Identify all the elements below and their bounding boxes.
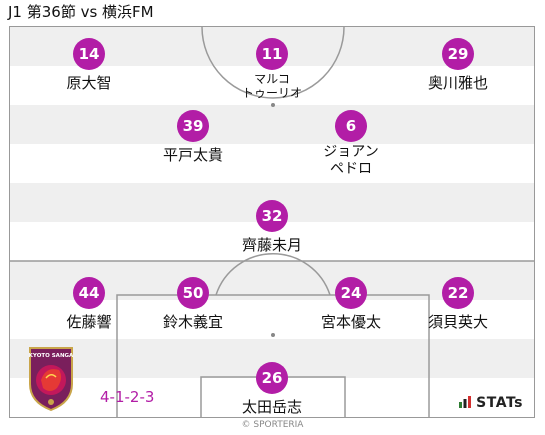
player-name: 須貝英大: [427, 313, 488, 331]
player-name: 太田岳志: [241, 398, 302, 416]
player-44[interactable]: 44 佐藤響: [34, 277, 144, 331]
player-29[interactable]: 29 奥川雅也: [403, 38, 513, 92]
player-number-badge: 14: [73, 38, 105, 70]
player-number-badge: 11: [256, 38, 288, 70]
player-number-badge: 26: [256, 362, 288, 394]
player-name: 鈴木義宜: [162, 313, 223, 331]
player-number-badge: 32: [256, 200, 288, 232]
player-24[interactable]: 24 宮本優太: [296, 277, 406, 331]
player-39[interactable]: 39 平戸太貴: [138, 110, 248, 164]
formation-label: 4-1-2-3: [100, 388, 155, 406]
player-number-badge: 50: [177, 277, 209, 309]
player-name-line2: ペドロ: [330, 161, 372, 177]
player-11[interactable]: 11 マルコ トゥーリオ: [217, 38, 327, 100]
copyright-text: © SPORTERIA: [241, 420, 304, 430]
player-name: 奥川雅也: [427, 74, 488, 92]
player-number-badge: 29: [442, 38, 474, 70]
player-number-badge: 39: [177, 110, 209, 142]
svg-text:KYOTO SANGA: KYOTO SANGA: [29, 353, 74, 359]
bar-chart-icon: [459, 396, 472, 412]
player-number-badge: 44: [73, 277, 105, 309]
player-name: 平戸太貴: [162, 146, 223, 164]
player-number-badge: 6: [335, 110, 367, 142]
player-name-line2: トゥーリオ: [241, 86, 302, 100]
player-32[interactable]: 32 齊藤未月: [217, 200, 327, 254]
player-name: 佐藤響: [66, 313, 112, 331]
player-name: 齊藤未月: [241, 236, 302, 254]
player-name: 宮本優太: [320, 313, 381, 331]
match-title: J1 第36節 vs 横浜FM: [8, 3, 154, 21]
player-number-badge: 24: [335, 277, 367, 309]
player-number-badge: 22: [442, 277, 474, 309]
brand-text: STATs: [476, 395, 523, 411]
player-26[interactable]: 26 太田岳志: [217, 362, 327, 416]
player-14[interactable]: 14 原大智: [34, 38, 144, 92]
player-name-line1: ジョアン: [323, 144, 379, 160]
player-name-line1: マルコ: [254, 72, 290, 86]
player-6[interactable]: 6 ジョアン ペドロ: [296, 110, 406, 178]
player-name: 原大智: [66, 74, 112, 92]
kyoto-sanga-crest-icon: KYOTO SANGA: [26, 344, 76, 416]
player-50[interactable]: 50 鈴木義宜: [138, 277, 248, 331]
player-22[interactable]: 22 須貝英大: [403, 277, 513, 331]
stats-brand: STATs: [459, 395, 523, 412]
